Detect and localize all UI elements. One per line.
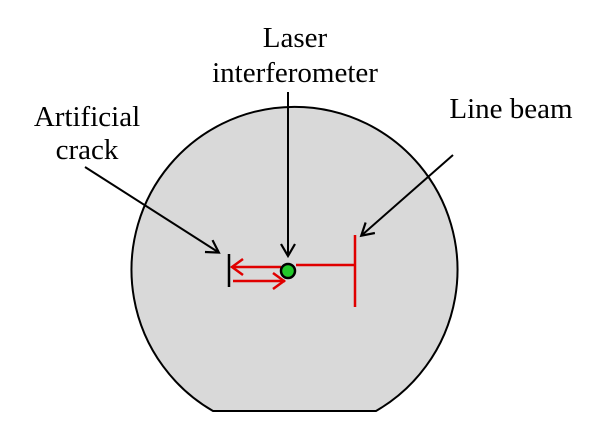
laser-label-line2: interferometer bbox=[212, 57, 378, 89]
beam-label: Line beam bbox=[449, 93, 573, 125]
beam-arrow bbox=[359, 154, 454, 238]
laser-path bbox=[229, 235, 357, 307]
crack-label-line1: Artificial bbox=[34, 101, 140, 133]
crack-label-line2: crack bbox=[56, 134, 119, 166]
specimen-body bbox=[130, 105, 459, 412]
laser-label-line1: Laser bbox=[263, 22, 328, 54]
crack-arrow bbox=[84, 166, 221, 254]
sensor-point bbox=[279, 262, 297, 280]
